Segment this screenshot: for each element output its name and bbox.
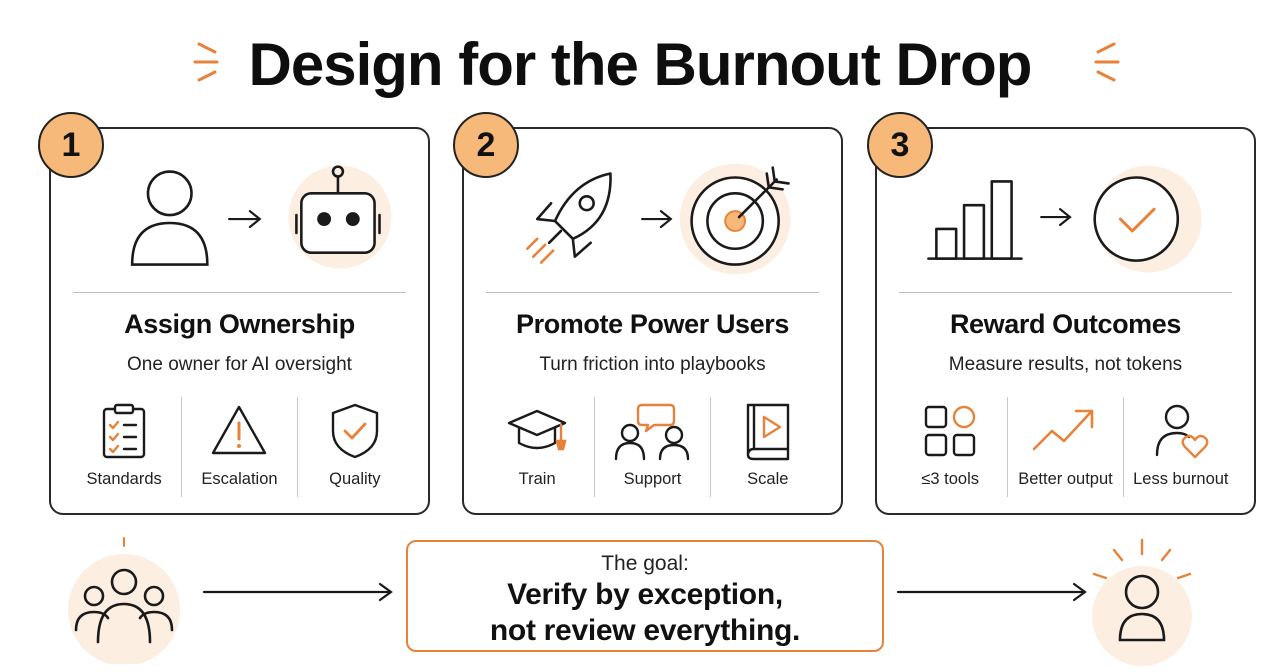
robot-icon: [288, 165, 392, 269]
play-book-icon: [746, 403, 790, 461]
card-reward-outcomes: Reward Outcomes Measure results, not tok…: [875, 127, 1256, 515]
page-title: Design for the Burnout Drop: [248, 30, 1033, 98]
card-hero: [526, 163, 791, 275]
arrow-right-icon: [1040, 208, 1072, 227]
person-icon: [130, 170, 209, 266]
goal-box: The goal: Verify by exception, not revie…: [406, 540, 884, 652]
arrow-right-icon: [202, 582, 393, 602]
calm-person-icon: [1092, 538, 1192, 666]
divider: [486, 292, 819, 293]
check-circle-icon: [1093, 165, 1202, 273]
item-scale: Scale: [709, 397, 825, 497]
people-chat-icon: [615, 403, 690, 461]
item-standards: Standards: [67, 397, 181, 497]
item-label: Less burnout: [1133, 470, 1229, 488]
item-tools: ≤3 tools: [893, 397, 1007, 497]
item-label: Standards: [86, 470, 162, 488]
item-support: Support: [594, 397, 709, 497]
card-title: Reward Outcomes: [949, 309, 1182, 339]
card-hero: [130, 165, 392, 269]
arrow-right-icon: [228, 210, 262, 229]
card-assign-ownership: Assign Ownership One owner for AI oversi…: [49, 127, 430, 515]
goal-line-2: not review everything.: [489, 614, 801, 647]
card-hero: [927, 165, 1202, 273]
app-grid-icon: [924, 405, 976, 457]
card-title: Promote Power Users: [516, 309, 789, 339]
card-items: ≤3 tools Better output Less burnout: [893, 397, 1238, 497]
item-escalation: Escalation: [181, 397, 296, 497]
step-badge-1: 1: [38, 112, 104, 178]
burst-left-icon: [193, 42, 219, 82]
card-promote-power-users: Promote Power Users Turn friction into p…: [462, 127, 843, 515]
item-label: Quality: [329, 470, 381, 488]
item-quality: Quality: [296, 397, 412, 497]
trend-up-icon: [1033, 409, 1094, 451]
item-less-burnout: Less burnout: [1122, 397, 1238, 497]
item-label: Train: [518, 470, 556, 488]
goal-row: The goal: Verify by exception, not revie…: [0, 530, 1280, 672]
divider: [899, 292, 1232, 293]
arrow-right-icon: [641, 210, 673, 229]
goal-label: The goal:: [601, 552, 689, 575]
warning-triangle-icon: [212, 405, 267, 455]
card-items: Standards Escalation Quality: [67, 397, 412, 497]
team-icon: [68, 537, 180, 664]
item-label: Escalation: [201, 470, 278, 488]
graduation-cap-icon: [507, 409, 567, 451]
item-train: Train: [480, 397, 594, 497]
clipboard-checklist-icon: [102, 403, 146, 459]
divider: [73, 292, 406, 293]
item-label: Better output: [1018, 470, 1113, 488]
step-badge-2: 2: [453, 112, 519, 178]
bar-chart-icon: [927, 180, 1023, 260]
target-icon: [679, 163, 791, 275]
person-heart-icon: [1155, 404, 1209, 459]
burst-right-icon: [1094, 42, 1120, 82]
card-subtitle: Turn friction into playbooks: [539, 354, 766, 375]
shield-check-icon: [331, 403, 379, 459]
item-label: Support: [623, 470, 682, 488]
goal-line-1: Verify by exception,: [507, 578, 783, 611]
header: Design for the Burnout Drop: [0, 24, 1280, 104]
item-better-output: Better output: [1007, 397, 1122, 497]
rocket-icon: [535, 172, 612, 258]
step-badge-3: 3: [867, 112, 933, 178]
card-subtitle: Measure results, not tokens: [948, 354, 1183, 375]
card-items: Train Support Scale: [480, 397, 825, 497]
card-subtitle: One owner for AI oversight: [127, 354, 352, 375]
item-label: ≤3 tools: [921, 470, 979, 488]
item-label: Scale: [747, 470, 789, 488]
card-title: Assign Ownership: [124, 309, 355, 339]
arrow-right-icon: [896, 582, 1087, 602]
